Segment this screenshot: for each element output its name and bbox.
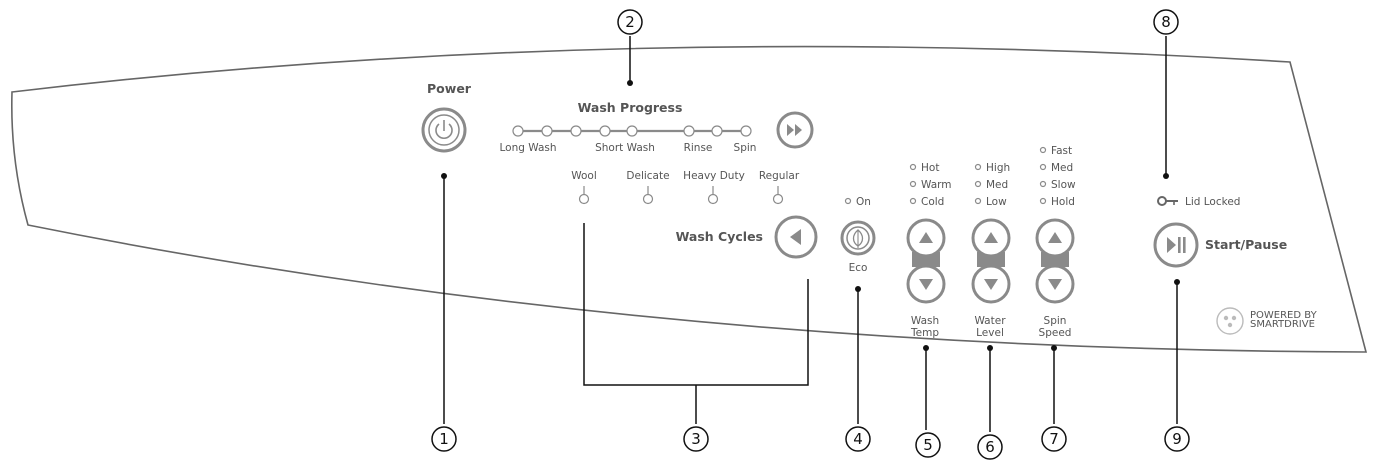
water-level-up-button[interactable] [971,218,1011,258]
callout-4: 4 [845,426,871,452]
triangle-down-icon [919,279,933,290]
progress-stage-label: Long Wash [499,142,556,154]
wash-temp-option-cold: Cold [921,196,944,208]
callout-1: 1 [431,426,457,452]
progress-led [683,125,695,137]
water-level-option-low: Low [986,196,1007,208]
wash-cycles-label: Wash Cycles [676,229,763,244]
progress-led [512,125,524,137]
callout-number: 1 [439,430,449,448]
water-level-label: Water [974,315,1006,327]
eco-on-led [844,197,852,205]
key-icon [1157,196,1178,206]
spin-speed-option-slow: Slow [1051,179,1076,191]
progress-led [570,125,582,137]
wash-temp-option-hot: Hot [921,162,939,174]
triangle-left-icon [790,229,801,245]
start-pause-button[interactable] [1153,222,1199,268]
spin-speed-option-fast: Fast [1051,145,1072,157]
wash-temp-down-button[interactable] [906,264,946,304]
cycle-led-regular [772,186,784,205]
wash-progress-track [512,125,752,137]
progress-led [599,125,611,137]
cycle-led-wool [578,186,590,205]
callout-number: 5 [923,436,933,454]
progress-stage-label: Rinse [684,142,713,154]
wash-temp-option-warm: Warm [921,179,952,191]
callout-7: 7 [1041,426,1067,452]
callout-leaders [441,36,1180,432]
callout-number: 7 [1049,430,1059,448]
leaf-icon [852,229,864,248]
triangle-up-icon [984,232,998,243]
play-pause-icon [1167,237,1186,253]
powered-by-logo: POWERED BY SMARTDRIVE [1216,307,1318,335]
progress-stage-label: Spin [734,142,757,154]
wash-cycle-select-button[interactable] [774,215,818,259]
callout-number: 8 [1161,13,1171,31]
triangle-down-icon [1048,279,1062,290]
water-level-label-2: Level [976,327,1004,339]
wash-progress-label: Wash Progress [578,100,683,115]
triangle-down-icon [984,279,998,290]
callout-3: 3 [683,426,709,452]
lid-locked-label: Lid Locked [1185,196,1240,208]
power-button[interactable] [421,107,467,153]
spin-speed-up-button[interactable] [1035,218,1075,258]
callout-number: 2 [625,13,635,31]
powered-by-text: POWERED BY [1250,310,1318,321]
cycle-label-regular: Regular [759,170,800,182]
fast-forward-icon [787,124,802,136]
wash-temp-label: Wash [911,315,939,327]
callout-8: 8 [1153,9,1179,35]
power-icon [435,120,453,139]
eco-on-label: On [856,196,871,208]
eco-button[interactable] [840,220,876,256]
spin-speed-down-button[interactable] [1035,264,1075,304]
power-label: Power [427,81,472,96]
cycle-led-heavy-duty [707,186,719,205]
callout-6: 6 [977,434,1003,460]
cycle-label-heavy-duty: Heavy Duty [683,170,745,182]
callout-9: 9 [1164,426,1190,452]
cycle-label-delicate: Delicate [626,170,669,182]
progress-stage-label: Short Wash [595,142,655,154]
spin-speed-option-med: Med [1051,162,1073,174]
wash-temp-options: Hot Warm Cold [909,162,952,208]
cycle-label-wool: Wool [571,170,597,182]
callout-2: 2 [617,9,643,35]
panel-outline [11,45,1368,353]
callout-5: 5 [915,432,941,458]
spin-speed-label-2: Speed [1039,327,1072,339]
skip-forward-button[interactable] [776,111,814,149]
spin-speed-options: Fast Med Slow Hold [1039,145,1076,208]
water-level-option-high: High [986,162,1010,174]
triangle-up-icon [919,232,933,243]
progress-led [711,125,723,137]
wash-temp-label-2: Temp [910,327,939,339]
start-pause-label: Start/Pause [1205,237,1287,252]
powered-by-brand: SMARTDRIVE [1250,319,1315,330]
water-level-option-med: Med [986,179,1008,191]
cycle-led-delicate [642,186,654,205]
progress-led [541,125,553,137]
wash-temp-up-button[interactable] [906,218,946,258]
water-level-down-button[interactable] [971,264,1011,304]
callout-number: 6 [985,438,995,456]
spin-speed-label: Spin [1044,315,1067,327]
spin-speed-option-hold: Hold [1051,196,1075,208]
callout-number: 4 [853,430,863,448]
progress-led [626,125,638,137]
callout-number: 9 [1172,430,1182,448]
callout-number: 3 [691,430,701,448]
triangle-up-icon [1048,232,1062,243]
water-level-options: High Med Low [974,162,1010,208]
eco-label: Eco [849,262,868,274]
progress-led [740,125,752,137]
